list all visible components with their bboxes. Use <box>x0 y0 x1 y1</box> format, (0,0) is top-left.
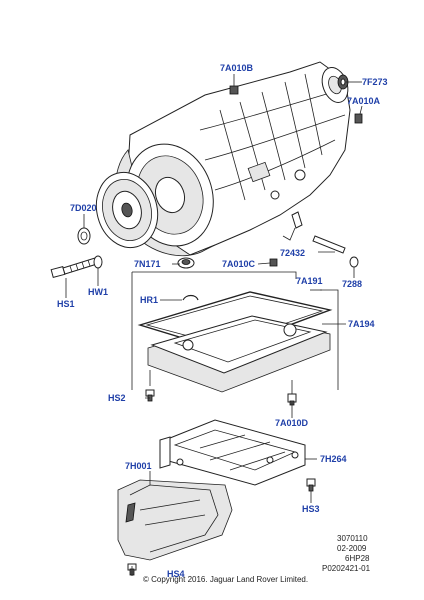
oil-pan-group <box>131 271 339 393</box>
plug-7n171 <box>177 257 195 269</box>
callout-7a010c: 7A010C <box>222 259 256 269</box>
callout-72432: 72432 <box>280 248 305 258</box>
plug-7a010c <box>269 258 278 267</box>
callout-7f273: 7F273 <box>362 77 388 87</box>
callout-7h264: 7H264 <box>320 454 347 464</box>
callout-7n171: 7N171 <box>134 259 161 269</box>
footer-model: 6HP28 <box>345 554 370 563</box>
washer-hw1 <box>93 255 103 269</box>
callout-hs3: HS3 <box>302 504 320 514</box>
callout-hw1: HW1 <box>88 287 108 297</box>
leader-lines <box>65 74 363 576</box>
bolt-hs1 <box>50 257 98 279</box>
part-7288 <box>349 256 359 268</box>
plug-7a010b <box>229 85 239 95</box>
callout-labels: 7A010B 7F273 7A010A 7D020 72432 7N171 7A… <box>57 63 388 579</box>
diagram-footer: 3070110 02-2009 6HP28 P0202421-01 © Copy… <box>143 534 371 584</box>
bolt-hs2 <box>145 389 155 402</box>
bracket-7h264 <box>159 419 306 486</box>
footer-date: 02-2009 <box>337 544 367 553</box>
torque-converter <box>95 171 159 249</box>
callout-7a191: 7A191 <box>296 276 323 286</box>
callout-hs1: HS1 <box>57 299 75 309</box>
plug-7a010a <box>354 113 363 124</box>
callout-hr1: HR1 <box>140 295 158 305</box>
connector-72432 <box>282 211 346 254</box>
heat-shield-7h001 <box>117 479 233 561</box>
footer-ref: P0202421-01 <box>322 564 371 573</box>
callout-7a010d: 7A010D <box>275 418 309 428</box>
callout-7d020: 7D020 <box>70 203 97 213</box>
bolt-hs3 <box>306 478 316 492</box>
callout-hs4: HS4 <box>167 569 185 579</box>
callout-7a194: 7A194 <box>348 319 375 329</box>
callout-7a010a: 7A010A <box>347 96 381 106</box>
seal-7f273 <box>337 74 349 90</box>
callout-7a010b: 7A010B <box>220 63 254 73</box>
footer-code: 3070110 <box>337 534 368 543</box>
callout-7h001: 7H001 <box>125 461 152 471</box>
callout-7288: 7288 <box>342 279 362 289</box>
seal-7d020 <box>77 227 91 245</box>
footer-copyright: © Copyright 2016. Jaguar Land Rover Limi… <box>143 575 308 584</box>
callout-hs2: HS2 <box>108 393 126 403</box>
